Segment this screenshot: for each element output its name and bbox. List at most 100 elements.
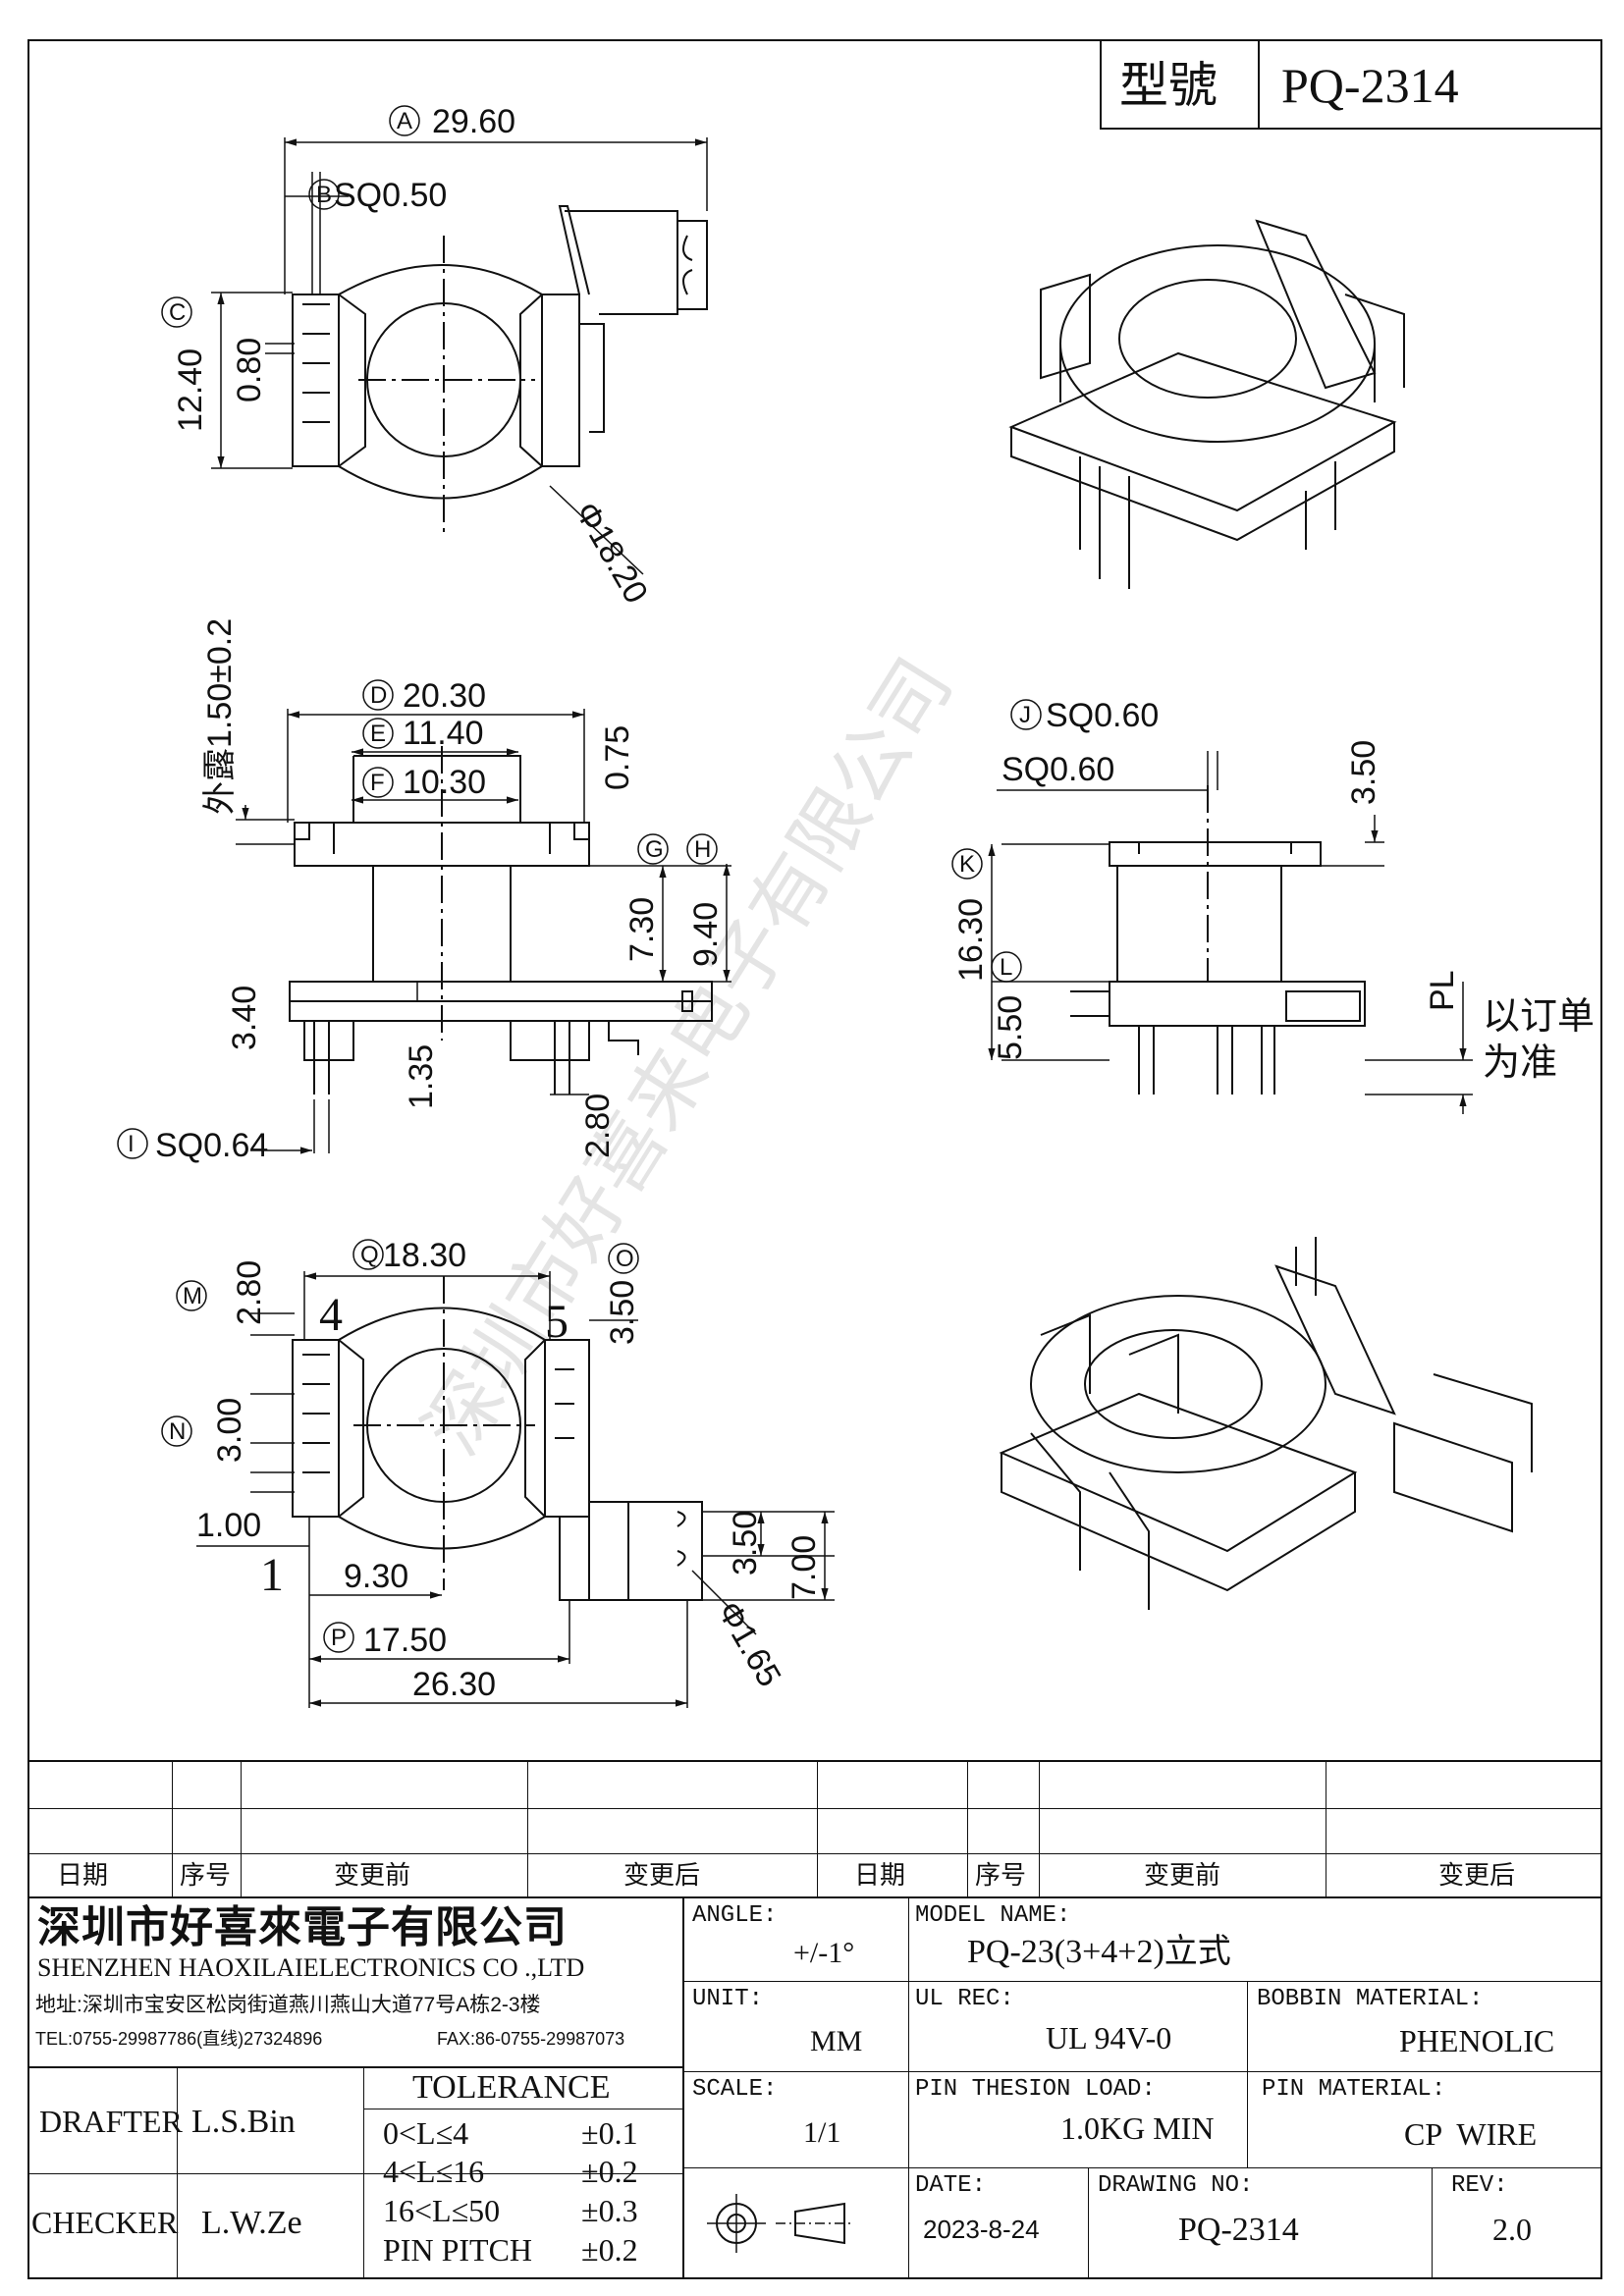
label-L: L <box>991 951 1022 983</box>
dim-P: 17.50 <box>363 1622 447 1659</box>
pin-label-1: 1 <box>260 1549 284 1601</box>
bottom-view-dims <box>196 1271 835 1708</box>
label-G: G <box>637 833 669 865</box>
date-value: 2023-8-24 <box>923 2215 1040 2244</box>
bobbin-material-label: BOBBIN MATERIAL: <box>1257 1986 1484 2012</box>
tolerance-range-2: 4<L≤16 <box>383 2154 485 2189</box>
model-header-value: PQ-2314 <box>1281 58 1459 113</box>
company-fax: FAX:86-0755-29987073 <box>437 2029 625 2049</box>
svg-text:F: F <box>370 770 385 796</box>
company-name-cn: 深圳市好喜來電子有限公司 <box>37 1903 568 1951</box>
pin-thesion-load-value: 1.0KG MIN <box>1060 2110 1215 2146</box>
rev-label: REV: <box>1451 2172 1508 2199</box>
tolerance-title: TOLERANCE <box>412 2069 611 2106</box>
svg-text:L: L <box>1000 954 1012 981</box>
dim-N: 3.00 <box>211 1398 248 1463</box>
label-C: C <box>161 296 192 328</box>
dim-26-30: 26.30 <box>412 1666 496 1703</box>
isometric-view-top <box>1008 219 1405 589</box>
unit-label: UNIT: <box>692 1986 764 2012</box>
rev-header-after-2: 变更后 <box>1438 1860 1516 1890</box>
svg-text:J: J <box>1019 702 1031 728</box>
side-note-line1: 以订单 <box>1483 996 1595 1038</box>
company-name-en: SHENZHEN HAOXILAIELECTRONICS CO .,LTD <box>37 1953 585 1982</box>
scale-label: SCALE: <box>692 2076 778 2103</box>
model-name-value: PQ-23(3+4+2)立式 <box>967 1934 1231 1970</box>
rev-header-date-2: 日期 <box>854 1860 906 1890</box>
technical-drawings: 29.60 SQ0.50 12.40 0.80 Φ18.20 20.30 11.… <box>117 103 1595 1708</box>
top-view-dims <box>211 137 708 575</box>
dim-D: 20.30 <box>403 677 486 715</box>
svg-text:I: I <box>128 1131 135 1157</box>
svg-text:H: H <box>694 836 711 863</box>
unit-value: MM <box>810 2025 863 2057</box>
tolerance-value-1: ±0.1 <box>581 2115 638 2151</box>
scale-value: 1/1 <box>803 2116 841 2149</box>
dim-exposed: 外露1.50±0.2 <box>201 618 239 815</box>
dim-A: 29.60 <box>432 103 515 140</box>
label-M: M <box>176 1280 207 1311</box>
svg-text:B: B <box>316 182 332 208</box>
dim-J: SQ0.60 <box>1046 697 1159 734</box>
dim-H: 9.40 <box>687 902 725 967</box>
tolerance-value-2: ±0.2 <box>581 2154 638 2189</box>
svg-text:N: N <box>169 1418 186 1445</box>
dim-I: SQ0.64 <box>155 1127 268 1164</box>
front-view-dims <box>236 709 731 1154</box>
dim-E: 11.40 <box>403 715 484 752</box>
front-view <box>289 746 713 1095</box>
label-N: N <box>161 1415 192 1447</box>
model-header-label: 型號 <box>1119 58 1218 113</box>
label-A: A <box>389 105 420 136</box>
dim-F: 10.30 <box>403 764 486 801</box>
dim-M: 2.80 <box>231 1260 268 1325</box>
projection-symbol-icon <box>707 2194 852 2253</box>
dim-2-80-front: 2.80 <box>579 1094 617 1158</box>
side-view <box>1070 785 1366 1095</box>
angle-label: ANGLE: <box>692 1902 778 1929</box>
dim-O: 3.50 <box>604 1280 641 1345</box>
drawing-frame <box>27 39 1602 2279</box>
bottom-view <box>292 1276 703 1601</box>
label-K: K <box>951 848 983 880</box>
dim-B: SQ0.50 <box>334 177 447 214</box>
dim-C: 12.40 <box>172 348 209 432</box>
rev-value: 2.0 <box>1492 2212 1532 2247</box>
dim-L: 5.50 <box>992 995 1029 1060</box>
dim-Q: 18.30 <box>383 1237 466 1274</box>
model-name-label: MODEL NAME: <box>915 1902 1071 1929</box>
rev-header-after-1: 变更后 <box>623 1860 701 1890</box>
side-view-dims <box>988 751 1473 1114</box>
top-view <box>292 205 708 535</box>
dim-7-00: 7.00 <box>785 1535 823 1600</box>
tolerance-range-1: 0<L≤4 <box>383 2115 469 2151</box>
label-O: O <box>608 1243 639 1274</box>
dim-3-50-side: 3.50 <box>1345 740 1382 805</box>
label-D: D <box>362 679 394 711</box>
dim-1-00: 1.00 <box>196 1507 261 1544</box>
dim-K: 16.30 <box>952 898 990 982</box>
dim-3-50-bottom: 3.50 <box>727 1511 764 1575</box>
svg-text:M: M <box>183 1283 202 1309</box>
dim-top-0-80: 0.80 <box>231 338 268 402</box>
dim-bottom-diameter: Φ1.65 <box>710 1595 788 1693</box>
rev-header-seq-2: 序号 <box>975 1860 1027 1890</box>
company-tel: TEL:0755-29987786(直线)27324896 <box>35 2029 323 2049</box>
label-J: J <box>1010 699 1042 730</box>
date-label: DATE: <box>915 2172 987 2199</box>
isometric-view-bottom <box>999 1237 1533 1610</box>
svg-text:O: O <box>616 1246 634 1272</box>
svg-text:Q: Q <box>360 1242 379 1268</box>
drafter-label: DRAFTER <box>39 2104 183 2139</box>
pin-thesion-load-label: PIN THESION LOAD: <box>915 2076 1156 2103</box>
svg-text:K: K <box>959 851 975 878</box>
label-I: I <box>117 1128 148 1159</box>
label-Q: Q <box>352 1239 384 1270</box>
rev-header-before-1: 变更前 <box>334 1860 411 1890</box>
tolerance-value-4: ±0.2 <box>581 2232 638 2268</box>
svg-text:E: E <box>370 721 386 747</box>
svg-text:A: A <box>397 108 412 134</box>
label-H: H <box>686 833 718 865</box>
rev-header-date-1: 日期 <box>57 1860 109 1890</box>
